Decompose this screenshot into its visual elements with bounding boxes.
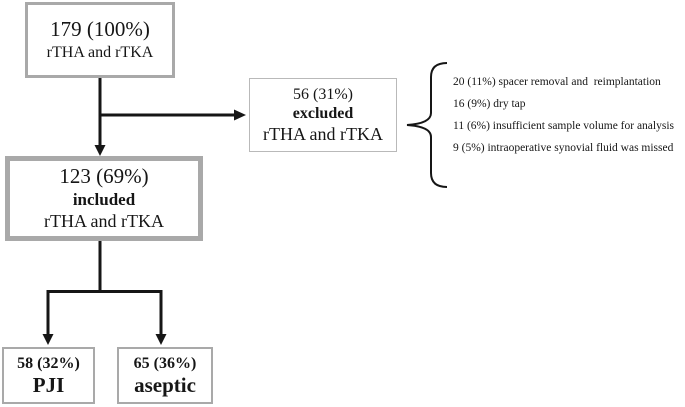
aseptic-label: aseptic <box>134 372 196 397</box>
exclusion-reasons-list: 20 (11%) spacer removal and reimplantati… <box>453 71 685 159</box>
arrowhead-pji <box>42 334 54 345</box>
aseptic-count: 65 (36%) <box>133 355 197 373</box>
exclusion-reason: 9 (5%) intraoperative synovial fluid was… <box>453 142 674 154</box>
included-count: 123 (69%) <box>59 164 149 189</box>
total-cohort-label: rTHA and rTKA <box>46 44 154 62</box>
included-cohort-label: rTHA and rTKA <box>44 210 164 231</box>
box-aseptic: 65 (36%) aseptic <box>117 347 213 404</box>
included-status: included <box>72 189 136 209</box>
box-total-cohort: 179 (100%) rTHA and rTKA <box>25 2 175 78</box>
arrowhead-excluded <box>234 109 246 121</box>
arrowhead-included <box>94 145 106 156</box>
box-pji: 58 (32%) PJI <box>2 347 95 404</box>
excluded-count: 56 (31%) <box>293 85 353 103</box>
arrowhead-aseptic <box>155 334 167 345</box>
exclusion-reason: 16 (9%) dry tap <box>453 98 526 110</box>
excluded-cohort-label: rTHA and rTKA <box>263 123 383 144</box>
curly-brace <box>406 62 448 188</box>
pji-count: 58 (32%) <box>17 355 80 373</box>
excluded-status: excluded <box>292 105 354 123</box>
pji-label: PJI <box>32 372 65 397</box>
exclusion-reason: 11 (6%) insufficient sample volume for a… <box>453 120 675 132</box>
box-included: 123 (69%) included rTHA and rTKA <box>5 156 203 241</box>
box-excluded: 56 (31%) excluded rTHA and rTKA <box>249 78 397 152</box>
exclusion-reason: 20 (11%) spacer removal and reimplantati… <box>453 76 661 88</box>
total-count: 179 (100%) <box>50 17 150 42</box>
